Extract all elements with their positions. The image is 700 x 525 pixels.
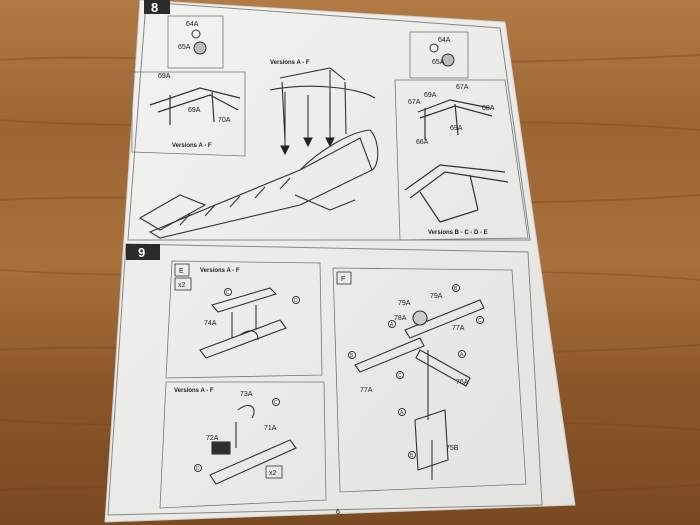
svg-text:B: B [410, 453, 414, 459]
part-68a: 68A [482, 105, 495, 112]
step-8-badge [144, 0, 170, 14]
part-65a-right: 65A [432, 59, 445, 66]
part-77a-2: 77A [360, 387, 373, 394]
sub-qty-box [265, 465, 283, 479]
step-8-right-callout [394, 79, 529, 241]
part-72a: 72A [206, 435, 219, 442]
washer-part [191, 29, 201, 39]
step-8-frame [127, 1, 531, 241]
panel-e-label: E [179, 268, 184, 275]
step-8-number: 8 [151, 0, 158, 15]
svg-text:C: C [398, 373, 402, 379]
svg-text:A: A [390, 322, 394, 328]
sub-panel [159, 381, 327, 509]
panel-e-drawing [199, 287, 287, 359]
panel-f-tag [336, 271, 352, 285]
svg-text:C: C [478, 318, 482, 324]
step-8-section: 8 64A 65A 69A 69A 70A Versions A - F Ver… [127, 0, 531, 241]
svg-text:B: B [350, 353, 354, 359]
step-9-number: 9 [138, 245, 145, 260]
right-undercarriage-assembled [404, 164, 509, 223]
left-undercarriage [149, 87, 241, 125]
panel-e-qty: x2 [178, 282, 186, 289]
washer-part-right [429, 43, 439, 53]
panel-f-drawing [354, 299, 485, 480]
part-64a-left: 64A [186, 21, 199, 28]
sub-panel-versions: Versions A - F [174, 388, 214, 394]
part-67a-1: 67A [408, 99, 421, 106]
step-9-frame [107, 243, 543, 516]
svg-text:C: C [226, 290, 230, 296]
part-78a: 78A [394, 315, 407, 322]
svg-text:A: A [400, 410, 404, 416]
svg-text:C: C [274, 400, 278, 406]
sub-panel-drawing [209, 404, 297, 485]
step-9-badge [126, 244, 160, 260]
part-69a-right-2: 69A [450, 125, 463, 132]
hub-part [193, 41, 207, 55]
part-79a-2: 79A [430, 293, 443, 300]
svg-text:A: A [460, 352, 464, 358]
right-undercarriage [417, 99, 493, 140]
panel-e-qty-box [174, 277, 192, 291]
part-65a-left: 65A [178, 44, 191, 51]
part-69a-left-2: 69A [188, 107, 201, 114]
part-67a-2: 67A [456, 84, 469, 91]
panel-f [332, 267, 527, 493]
assembly-arrows [280, 92, 335, 156]
step-8-top-versions: Versions A - F [270, 60, 310, 66]
svg-text:B: B [454, 286, 458, 292]
panel-f-markers: A B C B A C A B C D C D [194, 284, 484, 472]
step-8-left-inset [167, 15, 224, 69]
panel-e [165, 260, 323, 379]
step-8-right-inset [409, 31, 469, 79]
svg-text:D: D [294, 298, 298, 304]
part-69a-left: 69A [158, 73, 171, 80]
step-8-left-callout [131, 71, 246, 157]
part-76a: 76A [456, 379, 469, 386]
sub-qty: x2 [269, 470, 277, 477]
step-8-left-versions: Versions A - F [172, 143, 212, 149]
part-75b: 75B [446, 445, 459, 452]
step-8-right-versions: Versions B - C - D - E [428, 230, 488, 236]
part-64a-right: 64A [438, 37, 451, 44]
panel-f-label: F [341, 276, 345, 283]
step-9-section: 9 E Versions A - F x2 74A Versions A - F… [107, 243, 543, 516]
part-79a-1: 79A [398, 300, 411, 307]
part-77a-1: 77A [452, 325, 465, 332]
page-number: 6 [336, 509, 340, 516]
part-71a: 71A [264, 425, 277, 432]
part-74a: 74A [204, 320, 217, 327]
panel-e-versions: Versions A - F [200, 268, 240, 274]
part-69a-right-1: 69A [424, 92, 437, 99]
part-70a: 70A [218, 117, 231, 124]
svg-text:D: D [196, 466, 200, 472]
hub-part-right [441, 53, 455, 67]
part-66a: 66A [416, 139, 429, 146]
part-73a: 73A [240, 391, 253, 398]
panel-e-tag [174, 263, 190, 277]
fuselage-drawing [138, 67, 379, 239]
